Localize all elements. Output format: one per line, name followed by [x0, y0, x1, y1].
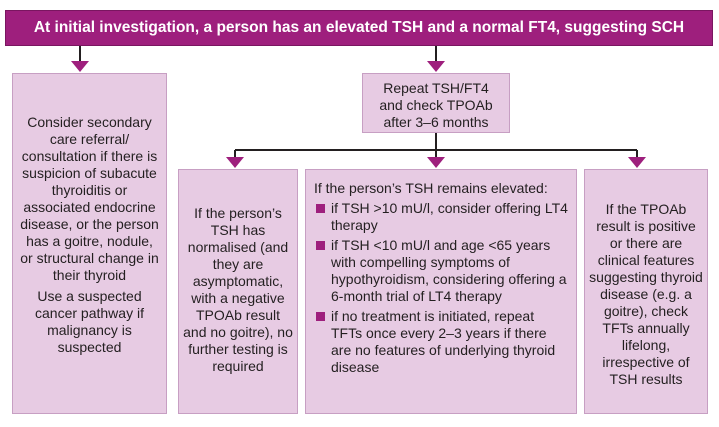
- repeat-test-box: Repeat TSH/FT4 and check TPOAb after 3–6…: [362, 73, 510, 133]
- tsh-elevated-box: If the person’s TSH remains elevated: if…: [305, 169, 577, 414]
- header-box: At initial investigation, a person has a…: [5, 10, 713, 46]
- arrow-head-tpoab-box: [628, 157, 646, 168]
- list-item: if no treatment is initiated, repeat TFT…: [314, 308, 568, 376]
- tsh-normalised-box: If the person’s TSH has normalised (and …: [178, 169, 298, 414]
- arrow-head-normalised-box: [226, 157, 244, 168]
- bullet-text: if TSH <10 mU/l and age <65 years with c…: [331, 237, 567, 304]
- bullet-square-icon: [316, 312, 325, 321]
- arrow-head-left-box: [71, 61, 89, 72]
- repeat-test-text: Repeat TSH/FT4 and check TPOAb after 3–6…: [379, 80, 493, 130]
- tpoab-positive-text: If the TPOAb result is positive or there…: [589, 201, 703, 387]
- cancer-pathway-text: Use a suspected cancer pathway if malign…: [35, 288, 144, 355]
- bullet-text: if no treatment is initiated, repeat TFT…: [331, 308, 556, 375]
- header-text: At initial investigation, a person has a…: [33, 19, 685, 36]
- arrow-head-elevated-box: [427, 157, 445, 168]
- bullet-square-icon: [316, 204, 325, 213]
- list-item: if TSH >10 mU/l, consider offering LT4 t…: [314, 200, 568, 234]
- bullet-square-icon: [316, 241, 325, 250]
- list-item: if TSH <10 mU/l and age <65 years with c…: [314, 237, 568, 305]
- bullet-text: if TSH >10 mU/l, consider offering LT4 t…: [331, 200, 568, 233]
- referral-box: Consider secondary care referral/ consul…: [12, 73, 167, 414]
- tsh-elevated-list: if TSH >10 mU/l, consider offering LT4 t…: [314, 200, 568, 376]
- tsh-elevated-intro: If the person’s TSH remains elevated:: [314, 180, 548, 196]
- arrow-head-repeat-box: [427, 61, 445, 72]
- tsh-normalised-text: If the person’s TSH has normalised (and …: [183, 205, 293, 374]
- tpoab-positive-box: If the TPOAb result is positive or there…: [584, 169, 708, 414]
- referral-text: Consider secondary care referral/ consul…: [20, 114, 159, 283]
